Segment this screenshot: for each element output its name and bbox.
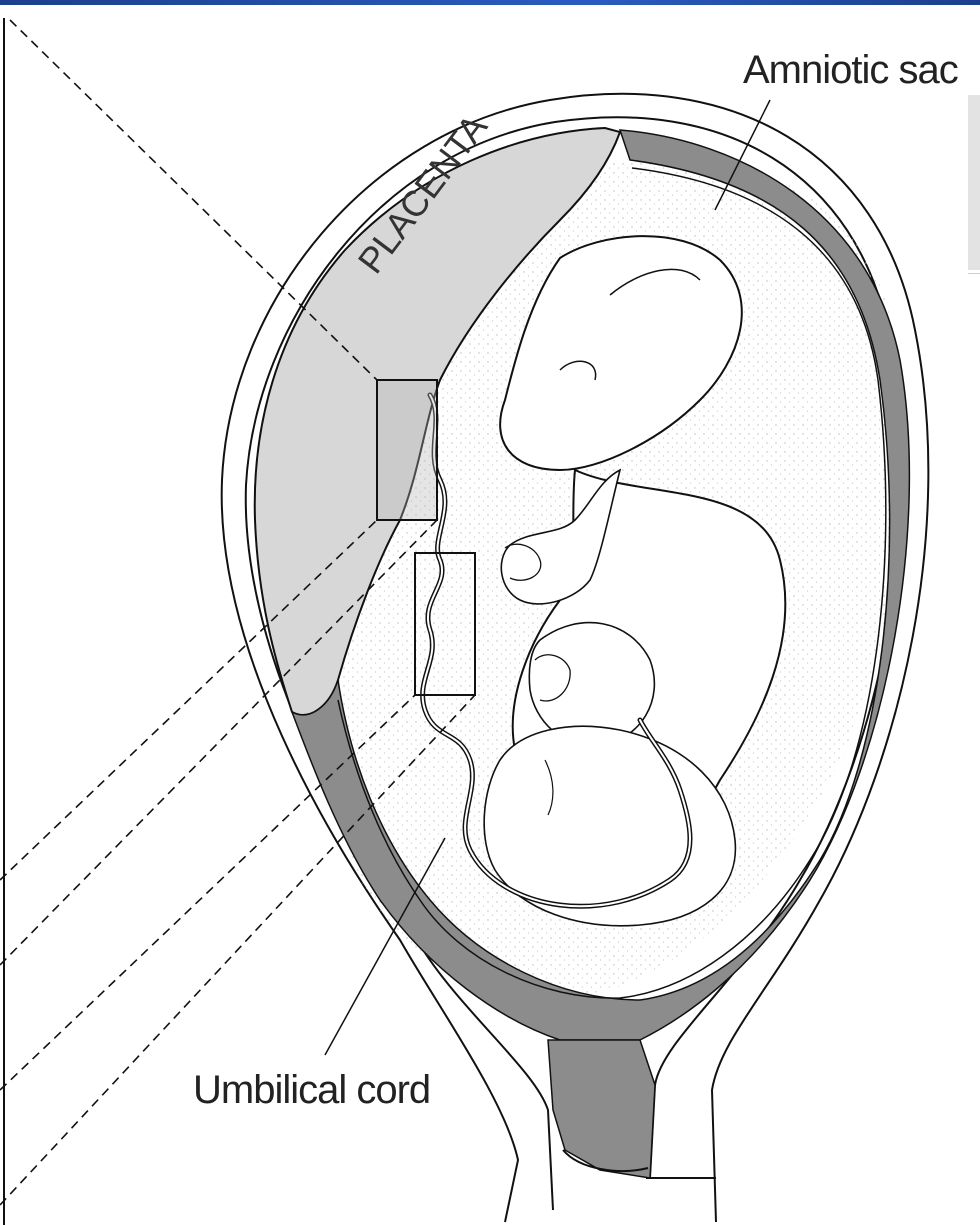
slide-right-gray-band <box>968 95 980 270</box>
dashed-leader-cord-bottom <box>0 695 475 1205</box>
dashed-leader-cord-top <box>0 695 415 1090</box>
dashed-leader-placenta-top <box>10 20 377 380</box>
slide-right-edge <box>968 5 980 1225</box>
label-amniotic-sac: Amniotic sac <box>743 50 958 90</box>
placenta-detail-box <box>377 380 437 520</box>
label-umbilical-cord: Umbilical cord <box>193 1070 430 1110</box>
slide-right-rule <box>968 273 980 274</box>
